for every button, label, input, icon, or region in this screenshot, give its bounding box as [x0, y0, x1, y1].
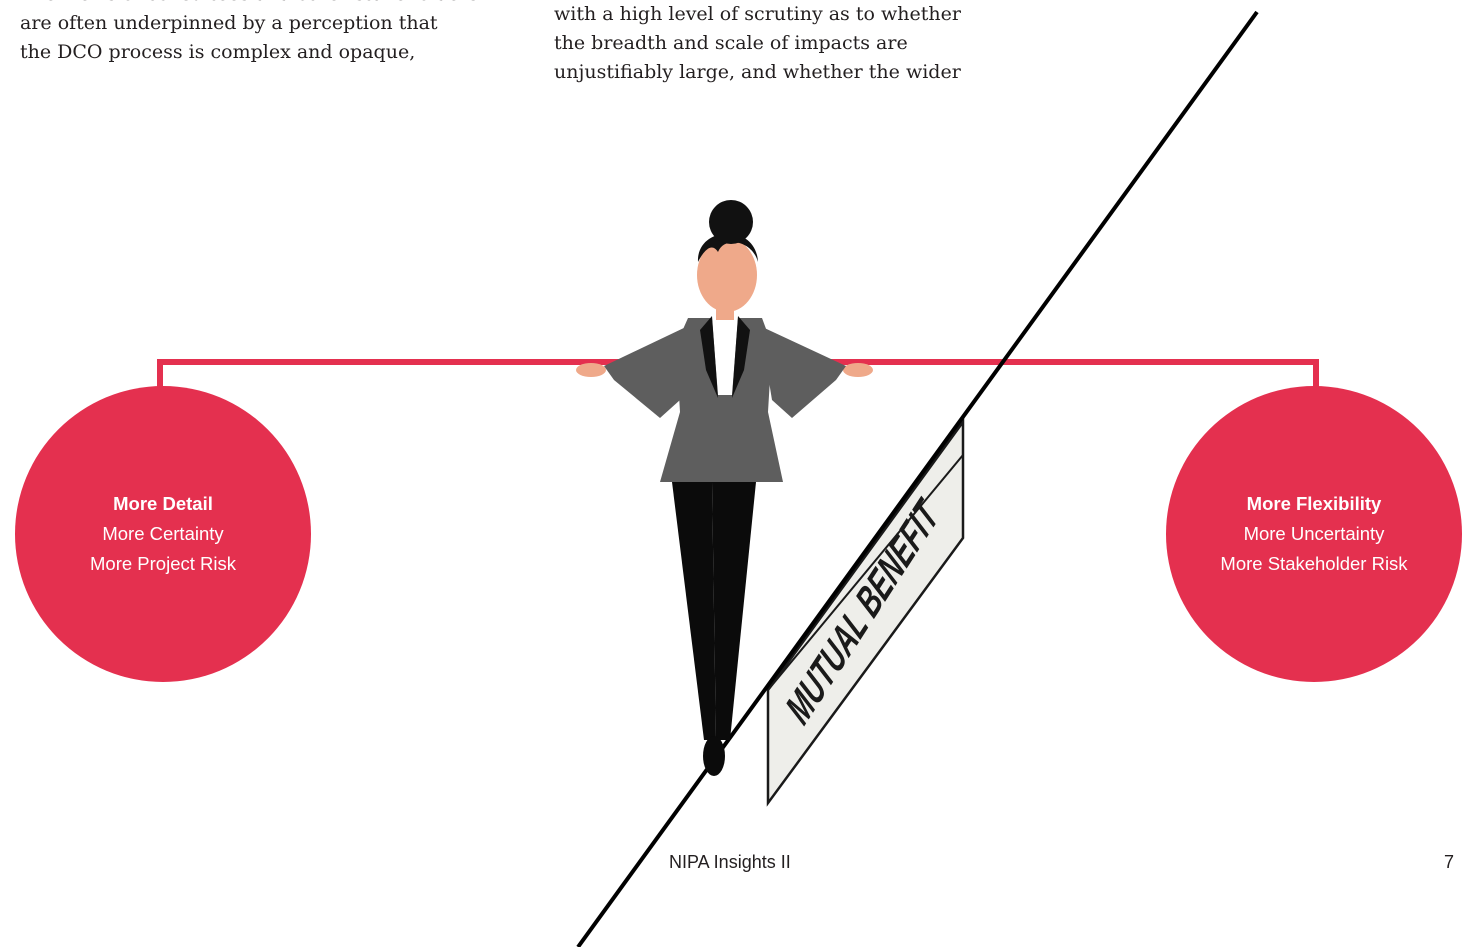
sign-label: MUTUAL BENEFIT — [777, 489, 947, 734]
mutual-benefit-sign: MUTUAL BENEFIT — [768, 422, 963, 803]
right-leg — [712, 482, 756, 740]
right-hand — [843, 363, 873, 377]
left-hand — [576, 363, 606, 377]
circle-heading: More Flexibility — [1166, 489, 1462, 519]
left-arm — [604, 326, 688, 418]
footer-publication-title: NIPA Insights II — [669, 852, 791, 873]
hair-bun — [709, 200, 753, 244]
circle-line: More Certainty — [15, 519, 311, 549]
circle-line: More Project Risk — [15, 549, 311, 579]
shoes — [703, 736, 725, 776]
page-number: 7 — [1444, 852, 1454, 873]
circle-line: More Stakeholder Risk — [1166, 549, 1462, 579]
left-balance-circle: More Detail More Certainty More Project … — [15, 386, 311, 682]
left-leg — [672, 482, 716, 740]
right-balance-circle: More Flexibility More Uncertainty More S… — [1166, 386, 1462, 682]
circle-line: More Uncertainty — [1166, 519, 1462, 549]
circle-heading: More Detail — [15, 489, 311, 519]
right-arm — [760, 326, 846, 418]
